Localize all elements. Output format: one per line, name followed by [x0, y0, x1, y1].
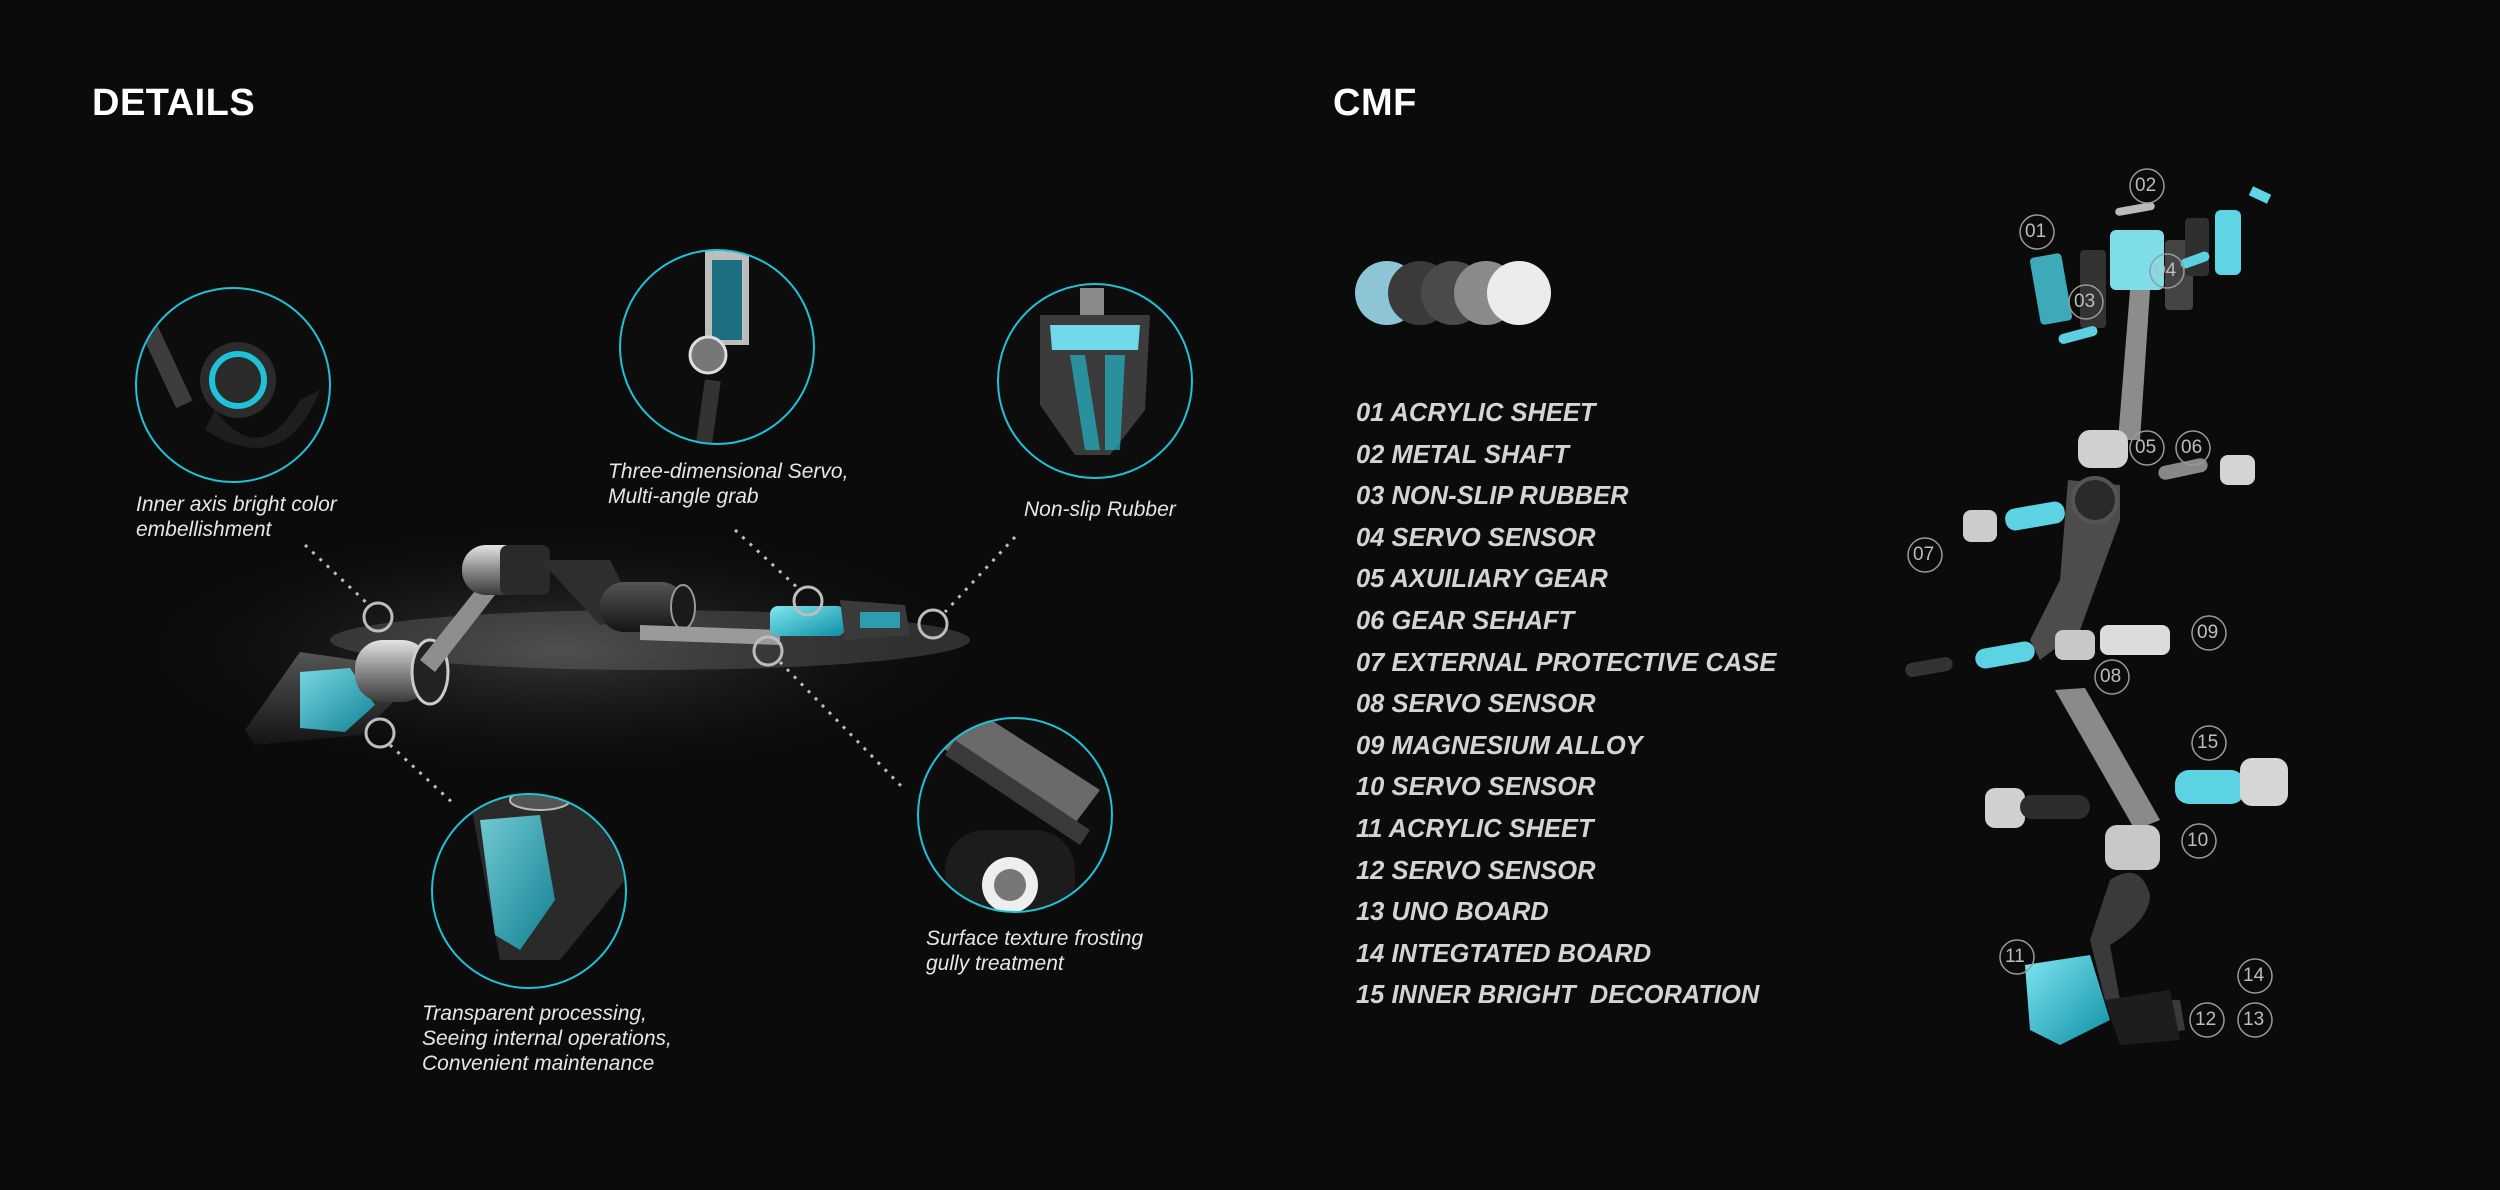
caption-line: Seeing internal operations,	[422, 1027, 672, 1050]
cmf-item: 11 ACRYLIC SHEET	[1356, 814, 1594, 843]
part-number-13: 13	[2243, 1009, 2265, 1030]
cmf-item: 10 SERVO SENSOR	[1356, 773, 1596, 802]
cmf-item: 14 INTEGTATED BOARD	[1356, 939, 1652, 968]
caption-line: embellishment	[136, 518, 272, 541]
part-number-10: 10	[2187, 830, 2209, 851]
part-number-02: 02	[2135, 175, 2157, 196]
detail-surface-texture	[917, 717, 1113, 913]
cmf-item: 07 EXTERNAL PROTECTIVE CASE	[1356, 648, 1777, 677]
cmf-item: 09 MAGNESIUM ALLOY	[1356, 731, 1643, 760]
caption-line: Inner axis bright color	[136, 493, 337, 516]
color-swatch	[1487, 261, 1551, 325]
caption-transparent-processing: Transparent processing, Seeing internal …	[422, 1001, 672, 1076]
exploded-view-render	[1905, 186, 2288, 1045]
detail-gripper	[997, 283, 1193, 479]
part-number-07: 07	[1913, 544, 1935, 565]
cmf-item: 15 INNER BRIGHT DECORATION	[1356, 981, 1760, 1010]
part-number-09: 09	[2197, 622, 2219, 643]
callout-rings	[362, 585, 949, 749]
detail-transparent-base	[431, 793, 627, 989]
part-number-circles	[1907, 168, 2273, 1038]
detail-inner-axis	[135, 287, 331, 483]
caption-servo: Three-dimensional Servo, Multi-angle gra…	[608, 459, 848, 509]
cmf-item: 12 SERVO SENSOR	[1356, 856, 1596, 885]
cmf-item: 03 NON-SLIP RUBBER	[1356, 482, 1629, 511]
part-number-04: 04	[2155, 260, 2177, 281]
cmf-item: 06 GEAR SEHAFT	[1356, 606, 1575, 635]
caption-line: Non-slip Rubber	[1024, 498, 1176, 521]
caption-line: Three-dimensional Servo,	[608, 460, 849, 483]
caption-non-slip-rubber: Non-slip Rubber	[1024, 497, 1176, 522]
part-number-15: 15	[2197, 732, 2219, 753]
color-swatches	[1355, 261, 1555, 325]
cmf-item: 05 AXUILIARY GEAR	[1356, 565, 1608, 594]
part-number-05: 05	[2135, 437, 2157, 458]
cmf-title: CMF	[1333, 82, 1417, 124]
cmf-material-list: 01 ACRYLIC SHEET 02 METAL SHAFT 03 NON-S…	[1356, 393, 1776, 1017]
caption-surface-texture: Surface texture frosting gully treatment	[926, 926, 1143, 976]
caption-inner-axis: Inner axis bright color embellishment	[136, 492, 337, 542]
caption-line: Convenient maintenance	[422, 1052, 655, 1075]
cmf-item: 08 SERVO SENSOR	[1356, 690, 1596, 719]
part-number-11: 11	[2005, 946, 2025, 967]
cmf-item: 04 SERVO SENSOR	[1356, 523, 1596, 552]
part-number-01: 01	[2025, 221, 2047, 242]
part-number-14: 14	[2243, 965, 2265, 986]
part-number-03: 03	[2074, 291, 2096, 312]
leader-lines	[303, 528, 1017, 807]
detail-servo	[619, 249, 815, 445]
part-number-08: 08	[2100, 666, 2122, 687]
caption-line: Multi-angle grab	[608, 485, 759, 508]
cmf-item: 13 UNO BOARD	[1356, 898, 1549, 927]
details-title: DETAILS	[92, 82, 256, 124]
caption-line: Transparent processing,	[422, 1002, 647, 1025]
caption-line: Surface texture frosting	[926, 927, 1144, 950]
part-number-12: 12	[2195, 1009, 2217, 1030]
part-number-06: 06	[2181, 437, 2203, 458]
cmf-item: 01 ACRYLIC SHEET	[1356, 399, 1596, 427]
robot-arm-render	[245, 545, 910, 745]
caption-line: gully treatment	[926, 952, 1064, 975]
cmf-item: 02 METAL SHAFT	[1356, 440, 1569, 469]
